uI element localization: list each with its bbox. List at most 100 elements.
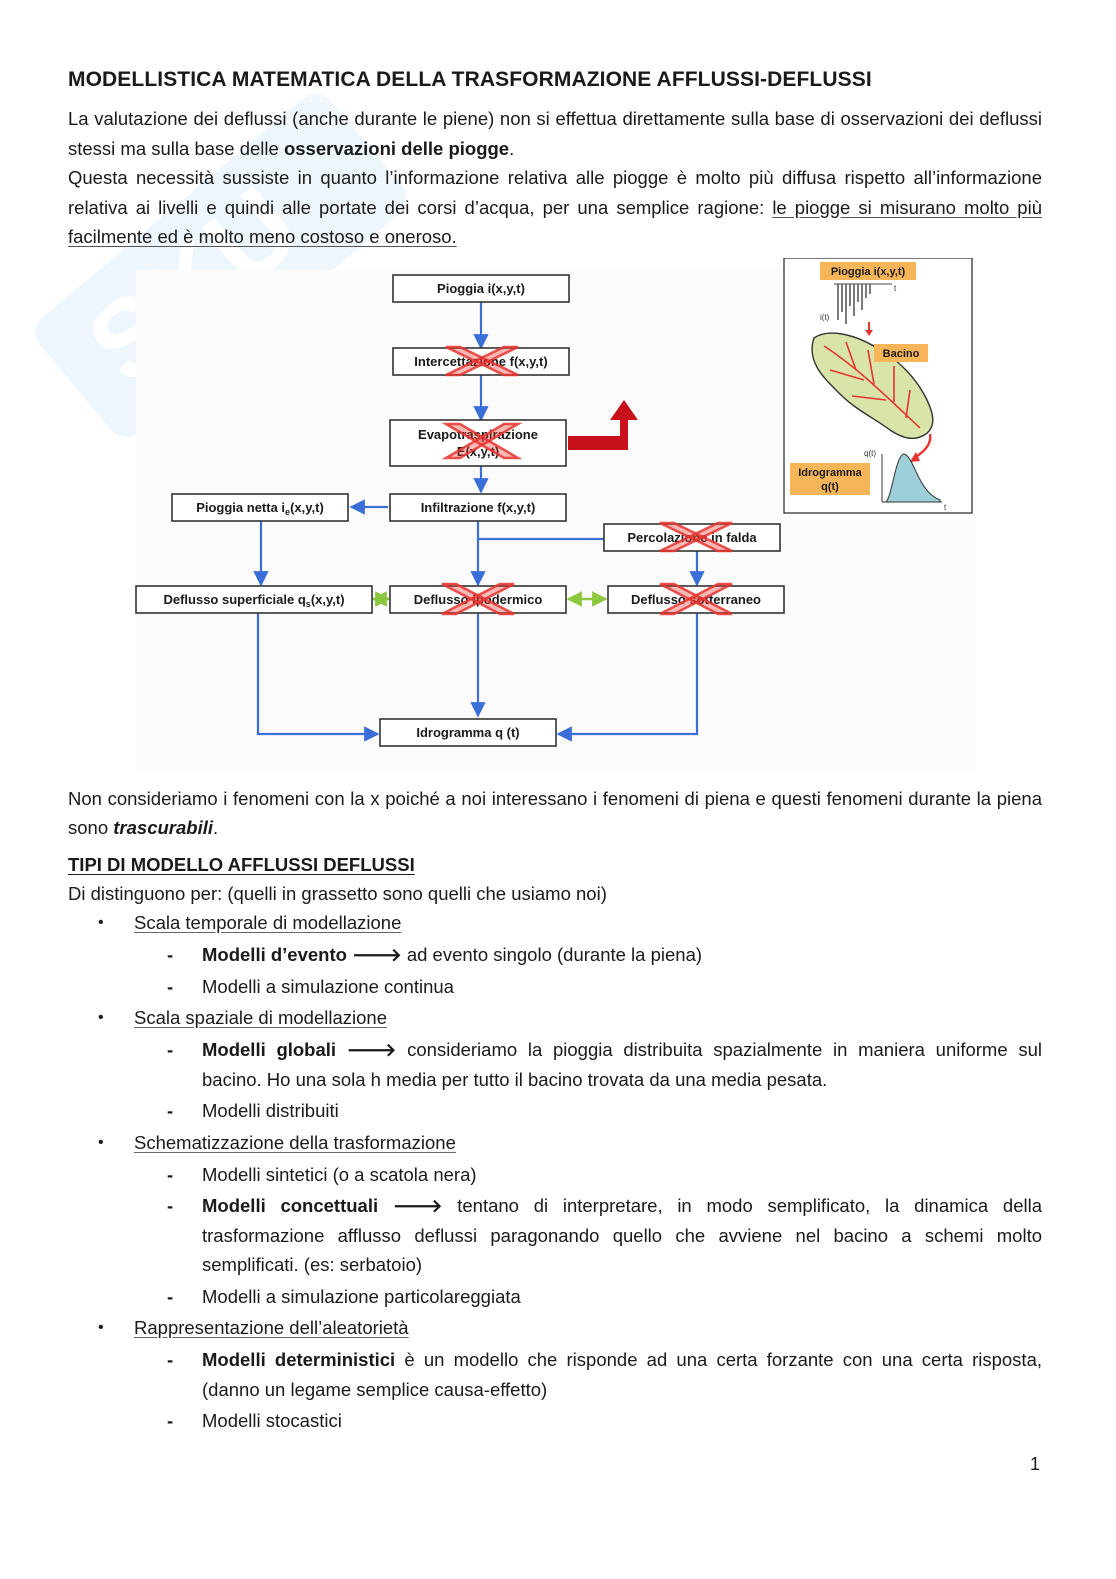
model-list: -Modelli globali 🡒 consideriamo la piogg… [134, 1035, 1042, 1126]
intro-text-end: . [509, 137, 515, 159]
inset-axis-it: i(t) [820, 313, 830, 322]
category-item: •Scala spaziale di modellazione-Modelli … [68, 1003, 1042, 1126]
model-item: -Modelli sintetici (o a scatola nera) [134, 1160, 1042, 1190]
intro-paragraph-2: Questa necessità sussiste in quanto l’in… [68, 163, 1042, 252]
box-deflusso-superficiale [135, 584, 373, 614]
label-deflusso-sotterraneo: Deflusso sotterraneo [631, 592, 761, 607]
page-number: 1 [1029, 1454, 1040, 1474]
catchment-inset: Pioggia i(x,y,t) t i(t) [783, 256, 973, 514]
category-label: Rappresentazione dell’aleatorietà [134, 1317, 409, 1338]
label-idrogramma: Idrogramma q (t) [416, 725, 519, 740]
dash-bullet-icon: - [167, 944, 174, 965]
cross-intercettazione-icon [445, 345, 519, 376]
model-item: - Modelli distribuiti [134, 1096, 1042, 1126]
model-item: - Modelli a simulazione continua [134, 972, 1042, 1002]
dash-bullet-icon: - [167, 1285, 174, 1307]
bullet-icon: • [98, 1319, 104, 1336]
inset-arrow-head-icon [910, 451, 920, 462]
model-name-bold: Modelli concettuali [202, 1195, 379, 1216]
inset-idrogramma-label-1: Idrogramma [798, 467, 862, 479]
model-list: - Modelli deterministici è un modello che… [134, 1345, 1042, 1436]
bullet-icon: • [98, 1133, 104, 1151]
model-description: è un modello che risponde ad una certa f… [202, 1349, 1043, 1400]
intro-text: La valutazione dei deflussi (anche duran… [68, 108, 1042, 159]
inset-idrogramma-label-2: q(t) [821, 481, 839, 493]
label-intercettazione: Intercettazione f(x,y,t) [414, 354, 547, 369]
after-diagram-bold-italic: trascurabili [113, 817, 214, 838]
inset-pioggia-label-bg [820, 261, 916, 280]
cross-percolazione-icon [659, 521, 733, 552]
label-pioggia: Pioggia i(x,y,t) [437, 281, 525, 296]
box-infiltrazione [389, 492, 567, 522]
model-category-list: •Scala temporale di modellazione-Modelli… [68, 908, 1042, 1436]
dash-bullet-icon: - [167, 1039, 174, 1060]
bullet-icon: • [98, 1009, 104, 1026]
dash-bullet-icon: - [167, 1100, 174, 1121]
box-intercettazione [392, 346, 570, 376]
dash-bullet-icon: - [167, 1195, 174, 1216]
box-percolazione [603, 522, 781, 552]
model-item: - Modelli stocastici [134, 1406, 1042, 1436]
intro-text-2: Questa necessità sussiste in quanto l’in… [68, 167, 1042, 218]
inset-idrogramma-label-bg [790, 462, 870, 495]
cross-sotterraneo-icon [659, 582, 733, 615]
bullet-icon: • [98, 914, 104, 931]
model-description: Modelli a simulazione particolareggiata [202, 1285, 521, 1307]
dash-bullet-icon: - [167, 975, 174, 997]
category-label: Scala spaziale di modellazione [134, 1007, 387, 1028]
section-subtitle: Di distinguono per: (quelli in grassetto… [68, 882, 607, 904]
label-infiltrazione: Infiltrazione f(x,y,t) [421, 500, 536, 515]
arrow-right-icon: 🡒 [346, 1039, 397, 1060]
inset-axis-t-top: t [894, 284, 897, 293]
box-idrogramma [379, 717, 557, 747]
page-title: MODELLISTICA MATEMATICA DELLA TRASFORMAZ… [68, 68, 872, 91]
label-deflusso-superficiale: Deflusso superficiale qs(x,y,t) [163, 592, 344, 609]
arrow-right-icon: 🡒 [352, 944, 402, 965]
hydrograph-curve-icon [884, 452, 941, 502]
inset-axis-qt: q(t) [864, 449, 876, 458]
intro-bold-text: osservazioni delle piogge [283, 137, 510, 159]
model-item: - Modelli a simulazione particolareggiata [134, 1282, 1042, 1312]
arrow-superficiale-idrogramma [256, 612, 380, 742]
cross-evapotraspirazione-icon [441, 422, 523, 459]
arrow-sotterraneo-idrogramma [556, 612, 699, 742]
inset-pioggia-label: Pioggia i(x,y,t) [831, 266, 906, 278]
model-name-bold: Modelli deterministici [202, 1349, 396, 1370]
box-pioggia-netta [171, 492, 349, 522]
model-description: Modelli sintetici (o a scatola nera) [202, 1163, 477, 1185]
flow-diagram-svg: Pioggia i(x,y,t) Intercettazione f(x,y,t… [135, 256, 976, 770]
dash-bullet-icon: - [167, 1410, 174, 1431]
box-deflusso-sotterraneo [607, 584, 785, 614]
intro-paragraph-1: La valutazione dei deflussi (anche duran… [68, 104, 1042, 163]
model-item: - Modelli deterministici è un modello che… [134, 1345, 1042, 1404]
inset-bacino-label-bg [874, 343, 928, 362]
category-label: Schematizzazione della trasformazione [134, 1131, 456, 1153]
dash-bullet-icon: - [167, 1349, 174, 1370]
category-item: • Rappresentazione dell’aleatorietà - Model… [68, 1313, 1042, 1436]
model-description: Modelli stocastici [202, 1410, 342, 1431]
arrow-right-icon: 🡒 [392, 1195, 443, 1216]
after-diagram-text: Non consideriamo i fenomeni con la x poi… [68, 787, 1042, 839]
hyetograph-icon [834, 283, 892, 324]
document-content: MODELLISTICA MATEMATICA DELLA TRASFORMAZ… [68, 68, 1042, 1438]
model-description: ad evento singolo (durante la piena) [406, 944, 703, 965]
model-description: Modelli distribuiti [202, 1100, 339, 1121]
model-description: consideriamo la pioggia distribuita spaz… [202, 1039, 1042, 1090]
inset-bacino-label: Bacino [883, 348, 920, 360]
model-description: tentano di interpretare, in modo semplif… [202, 1195, 1043, 1275]
river-network-icon [823, 341, 921, 429]
section-title: TIPI DI MODELLO AFFLUSSI DEFLUSSI [68, 853, 415, 875]
category-item: •Schematizzazione della trasformazione-M… [68, 1128, 1042, 1312]
label-deflusso-ipodermico: Deflusso ipodermico [414, 592, 543, 607]
after-diagram-text-end: . [213, 817, 219, 838]
inset-arrow-down-icon [865, 321, 873, 336]
model-item: -Modelli globali 🡒 consideriamo la piogg… [134, 1035, 1042, 1094]
after-diagram-paragraph: Non consideriamo i fenomeni con la x poi… [68, 784, 1042, 843]
category-label: Scala temporale di modellazione [134, 912, 402, 933]
box-deflusso-ipodermico [389, 584, 567, 614]
inset-axis-t-bottom: t [944, 503, 947, 512]
category-item: • Scala temporale di modellazione - Modelli… [68, 908, 1042, 1001]
intro-underlined-text: le piogge si misurano molto più facilmen… [68, 196, 1042, 248]
model-description: Modelli a simulazione continua [202, 975, 454, 997]
